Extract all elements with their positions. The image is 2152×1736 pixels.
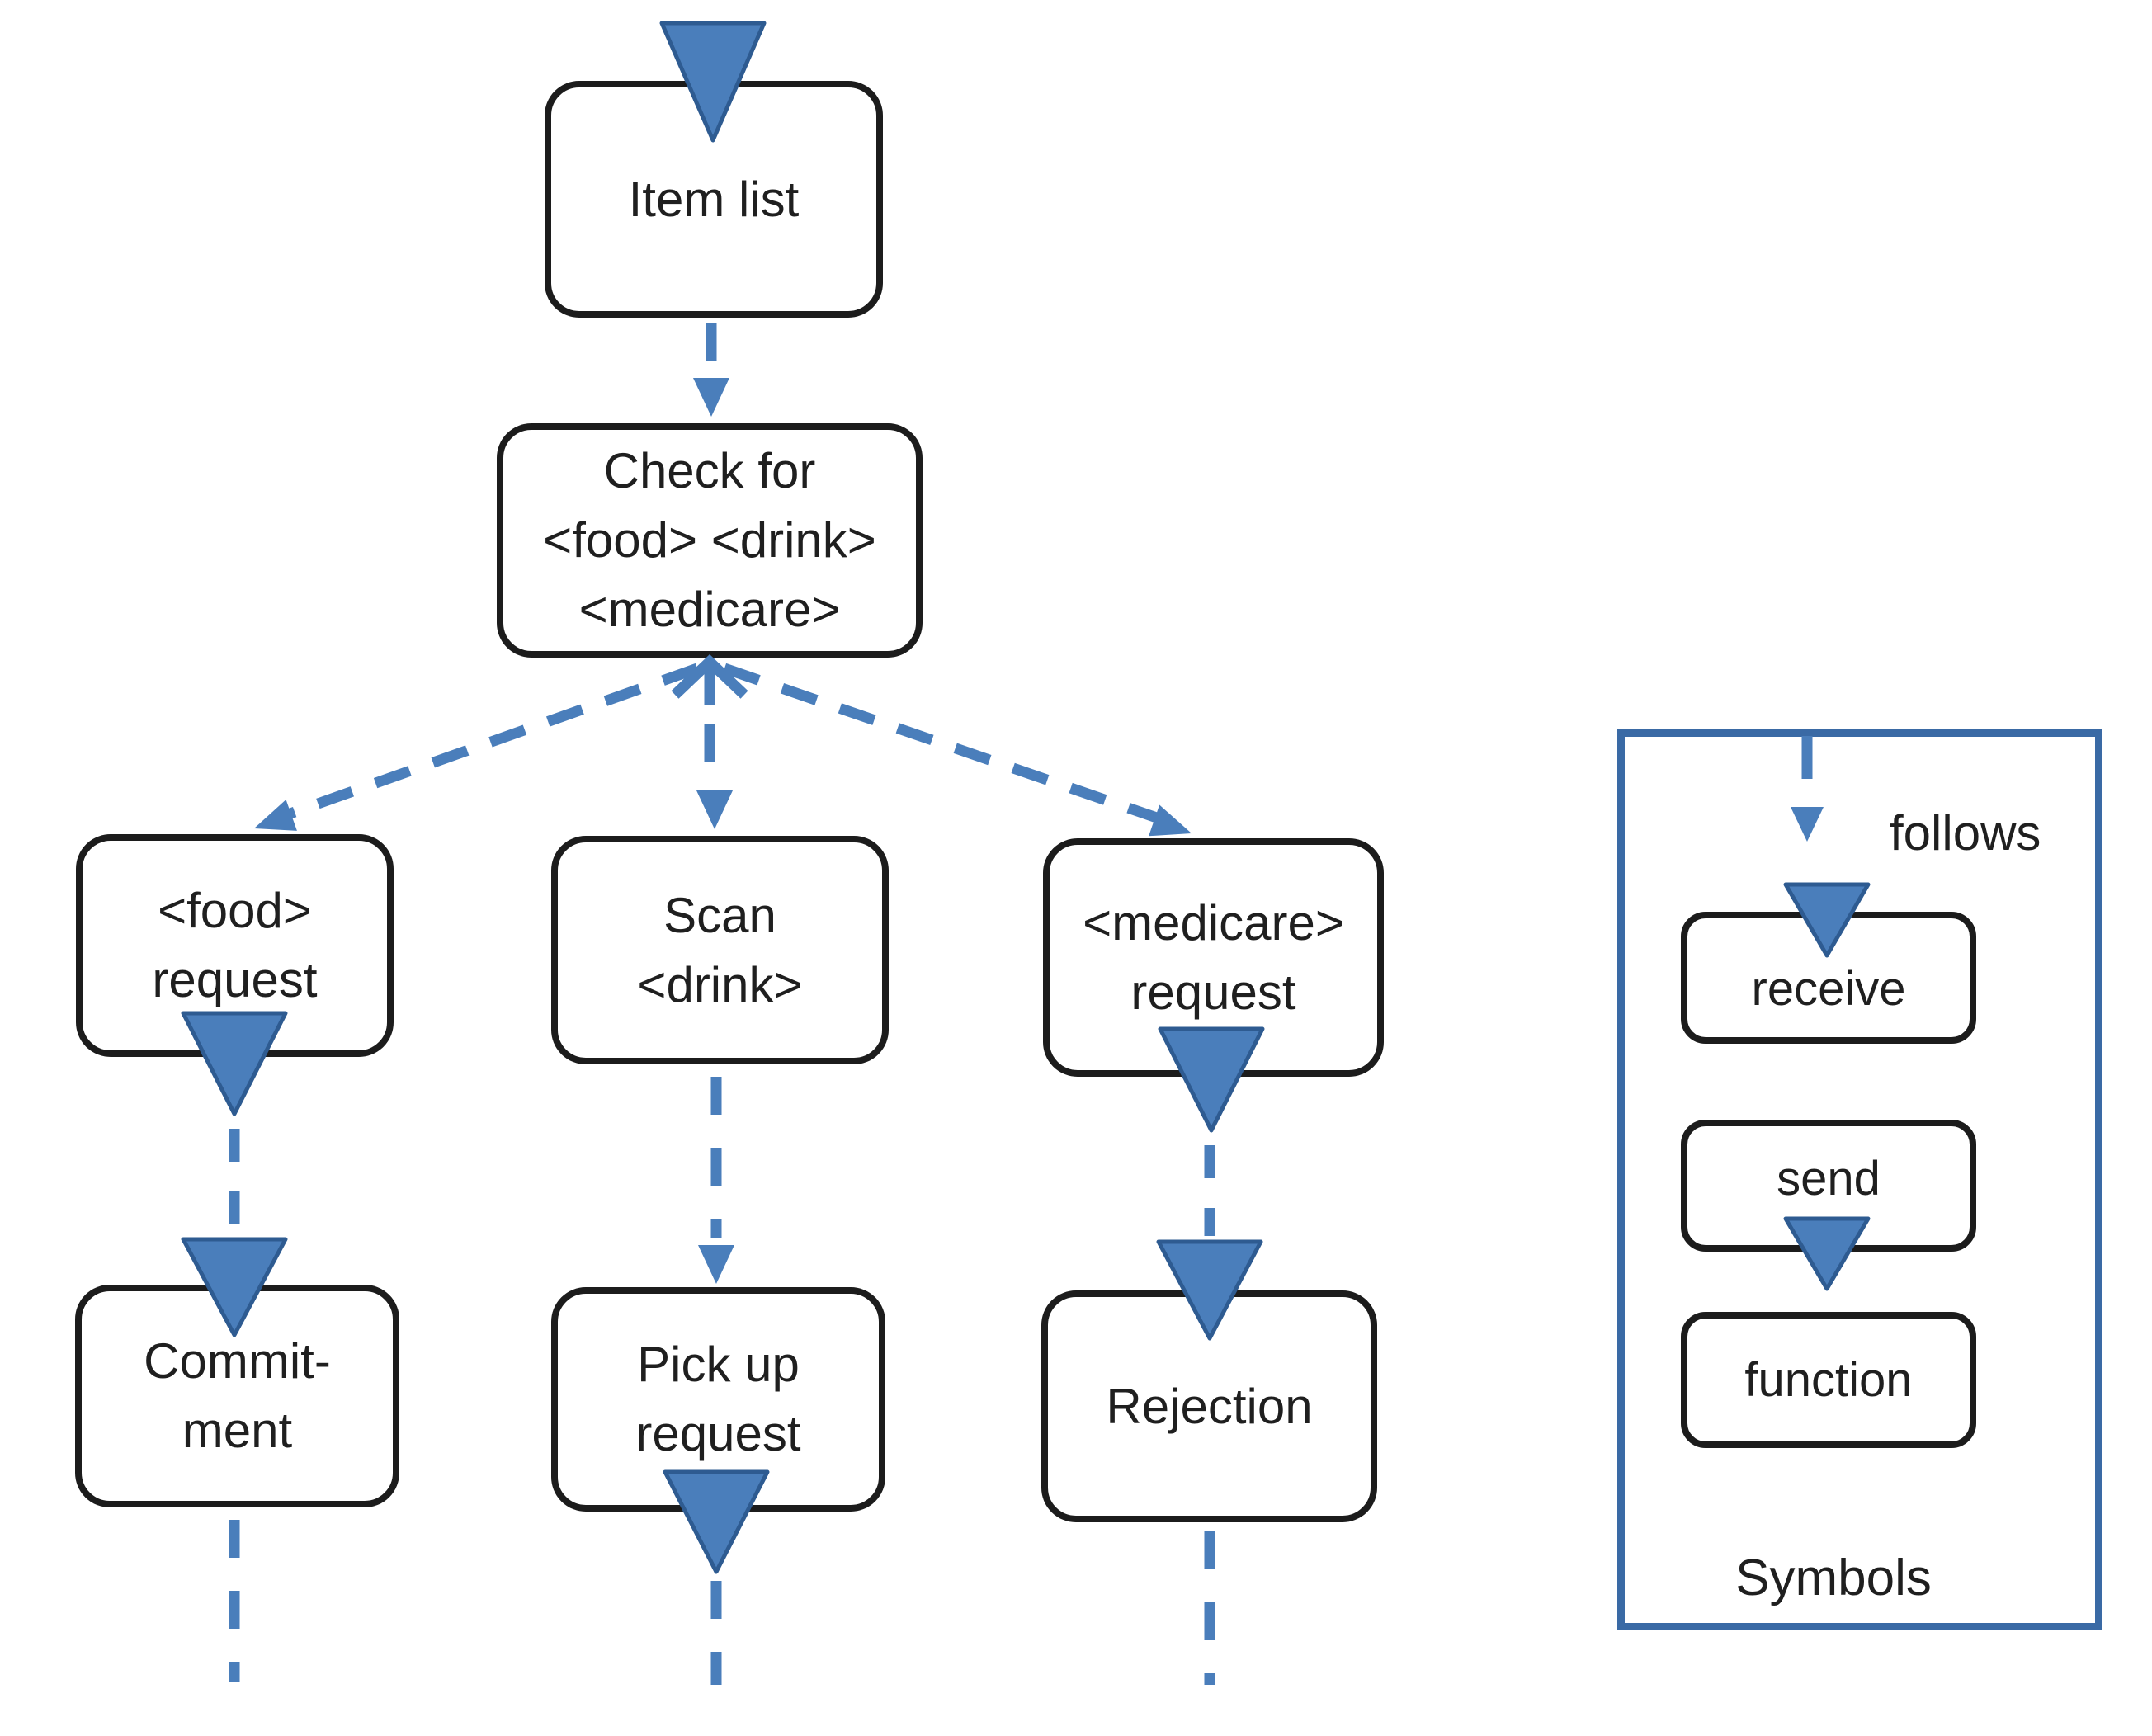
- node-label-line: request: [1130, 964, 1296, 1020]
- node-label-line: ment: [182, 1403, 293, 1458]
- follows-arrow-scan-to-pickup: [698, 1077, 734, 1284]
- node-label-line: <drink>: [637, 956, 803, 1012]
- flow-node-scan-drink: Scan <drink>: [551, 836, 889, 1064]
- legend-receive-label: receive: [1751, 961, 1906, 1016]
- follows-arrow-scan-to-check: [671, 654, 748, 705]
- node-label: Rejection: [1106, 1378, 1313, 1434]
- legend-function-node: function: [1681, 1312, 1976, 1448]
- legend-follows-label: follows: [1890, 805, 2041, 861]
- legend-send-node: send: [1681, 1120, 1976, 1252]
- node-label-line: <medicare>: [1083, 894, 1344, 951]
- node-label-line: Commit-: [144, 1333, 331, 1389]
- node-label: Item list: [628, 171, 800, 227]
- flow-node-pickup-request: Pick up request: [551, 1287, 885, 1512]
- legend-function-label: function: [1744, 1353, 1913, 1407]
- flow-node-rejection: Rejection: [1041, 1290, 1377, 1522]
- flow-node-item-list: Item list: [545, 81, 883, 318]
- flow-node-commitment: Commit- ment: [75, 1285, 399, 1507]
- flow-node-check-for: Check for <food> <drink> <medicare>: [497, 423, 923, 658]
- follows-arrow-check-to-scan: [696, 724, 733, 829]
- node-label-line: <food> <drink>: [543, 512, 876, 568]
- node-label-line: request: [635, 1406, 801, 1461]
- follows-arrow-item-to-check: [693, 323, 729, 417]
- legend-send-label: send: [1777, 1151, 1881, 1205]
- node-label-line: Pick up: [637, 1337, 800, 1392]
- node-label-line: request: [152, 952, 318, 1007]
- legend-title: Symbols: [1735, 1550, 1932, 1606]
- node-label-line: <medicare>: [578, 582, 841, 637]
- flow-node-medicare-request: <medicare> request: [1043, 838, 1384, 1077]
- node-label-line: Check for: [603, 443, 816, 498]
- flow-node-food-request: <food> request: [76, 834, 394, 1057]
- legend-receive-node: receive: [1681, 912, 1976, 1044]
- node-label-line: Scan: [663, 887, 776, 943]
- follows-arrow-check-to-medicare: [722, 663, 1192, 837]
- follows-arrow-check-to-food: [254, 663, 700, 831]
- node-label-line: <food>: [158, 883, 312, 938]
